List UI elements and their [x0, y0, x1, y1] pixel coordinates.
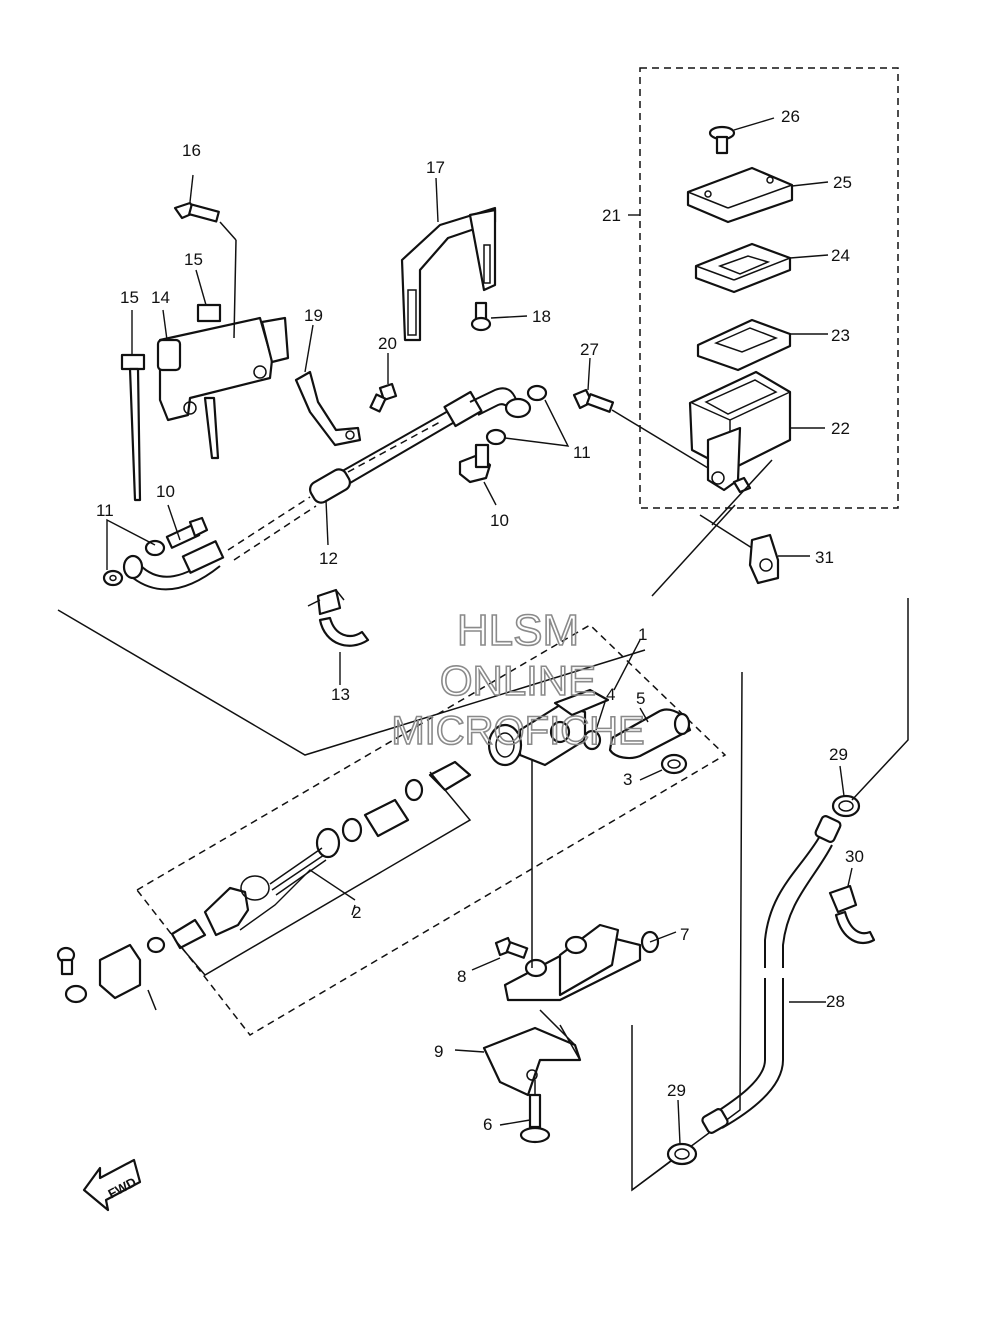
- bracket-14: [156, 316, 290, 422]
- hose-28: [701, 815, 842, 1134]
- callout-31: 31: [815, 548, 834, 567]
- callout-2: 2: [352, 903, 361, 922]
- callout-9: 9: [434, 1042, 443, 1061]
- reservoir-kit-box: [639, 67, 899, 509]
- cable-tie-15-left: [120, 353, 146, 502]
- hose-grommet-12: [309, 468, 351, 504]
- reservoir-22: [688, 370, 792, 492]
- bolt-20: [369, 382, 398, 413]
- bolt-27: [572, 388, 709, 469]
- master-cylinder-body-1: [487, 688, 610, 767]
- watermark-line-3: MICROFICHE: [391, 709, 644, 753]
- callout-6: 6: [483, 1115, 492, 1134]
- union-bolt-10-left: [165, 516, 209, 549]
- callout-27: 27: [580, 340, 599, 359]
- union-bolt-10-right: [458, 443, 492, 484]
- callout-23: 23: [831, 326, 850, 345]
- hose-fitting-5: [608, 708, 692, 760]
- callout-21: 21: [602, 206, 621, 225]
- callout-8: 8: [457, 967, 466, 986]
- washer-11-left: [102, 569, 124, 587]
- bolt-8: [494, 936, 529, 959]
- callout-12: 12: [319, 549, 338, 568]
- boot-2: [170, 875, 270, 950]
- hose-holder-30: [828, 884, 876, 945]
- callout-10-right: 10: [490, 511, 509, 530]
- bracket-17: [400, 206, 497, 342]
- clevis-assembly: [56, 936, 166, 1011]
- callout-4: 4: [606, 685, 615, 704]
- bolt-16: [173, 201, 237, 339]
- callout-10-left: 10: [156, 482, 175, 501]
- cap-25: [686, 166, 794, 224]
- circlip-3: [660, 753, 688, 775]
- callout-11-right: 11: [573, 443, 591, 462]
- callout-25: 25: [833, 173, 852, 192]
- callout-19: 19: [304, 306, 323, 325]
- piston-spring: [269, 760, 472, 896]
- clamp-19: [294, 370, 362, 447]
- watermark-line-2: ONLINE: [440, 657, 596, 704]
- watermark-line-1: HLSM: [457, 606, 579, 655]
- washer-11-right: [144, 539, 166, 557]
- callout-16: 16: [182, 141, 201, 160]
- callout-29-bottom: 29: [667, 1081, 686, 1100]
- callout-20: 20: [378, 334, 397, 353]
- clamp-29-top: [831, 794, 861, 818]
- callout-15-left: 15: [120, 288, 139, 307]
- washer-11-top-a: [526, 384, 548, 402]
- brake-hose: [122, 387, 532, 591]
- mounting-bracket-7: [503, 760, 660, 1002]
- fwd-arrow-icon: FWD: [82, 1158, 142, 1212]
- callout-11-left: 11: [96, 501, 114, 520]
- callout-15-right: 15: [184, 250, 203, 269]
- callout-26: 26: [781, 107, 800, 126]
- master-cylinder-assembly-outline: [57, 609, 646, 756]
- bolt-18: [470, 301, 492, 332]
- hose-guide-13: [307, 588, 370, 647]
- callout-28: 28: [826, 992, 845, 1011]
- callout-1: 1: [638, 625, 647, 644]
- clamp-29-bottom: [666, 1142, 698, 1166]
- callout-24: 24: [831, 246, 850, 265]
- diaphragm-plate-24: [694, 242, 792, 294]
- cover-9: [482, 1009, 582, 1097]
- callout-18: 18: [532, 307, 551, 326]
- washer-11-top-b: [485, 428, 507, 446]
- screw-26: [708, 125, 736, 155]
- o-ring-4: [582, 729, 602, 751]
- callout-29-top: 29: [829, 745, 848, 764]
- diaphragm-23: [696, 318, 792, 372]
- callout-7: 7: [680, 925, 689, 944]
- cable-tie-15-right: [196, 303, 222, 460]
- callout-5: 5: [636, 689, 645, 708]
- callout-30: 30: [845, 847, 864, 866]
- nut-31: [732, 476, 780, 585]
- callout-17: 17: [426, 158, 445, 177]
- callout-22: 22: [831, 419, 850, 438]
- master-cylinder-kit-box: [136, 624, 727, 1036]
- callout-14: 14: [151, 288, 170, 307]
- screw-6: [519, 1080, 551, 1144]
- callout-13: 13: [331, 685, 350, 704]
- callout-3: 3: [623, 770, 632, 789]
